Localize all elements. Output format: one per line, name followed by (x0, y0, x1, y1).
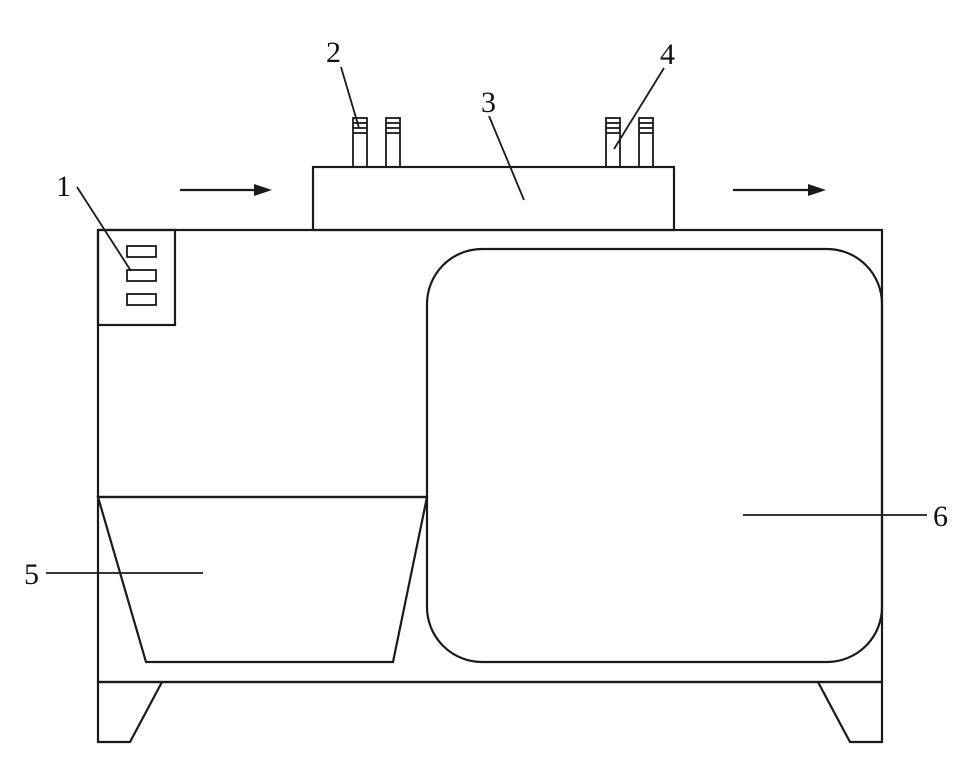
outlet-pipes (605, 117, 654, 168)
cabinet-body (96, 228, 884, 684)
outflow-arrow-icon (733, 184, 826, 196)
label-hopper: 5 (24, 558, 39, 591)
inflow-arrow-icon (180, 184, 272, 196)
inlet-pipes (352, 117, 401, 168)
top-unit (311, 165, 676, 232)
left-leg (96, 681, 163, 744)
label-tank: 6 (933, 500, 948, 533)
control-panel (96, 228, 177, 327)
leader-line-1 (76, 186, 132, 272)
tank (425, 247, 884, 664)
control-button-1 (126, 245, 157, 258)
leader-line-3 (488, 115, 525, 201)
label-control-panel: 1 (56, 170, 71, 203)
leader-line-2 (340, 66, 360, 129)
leader-line-4 (613, 67, 665, 150)
right-leg (817, 681, 884, 744)
label-inlet-pipe: 2 (326, 36, 341, 69)
hopper (96, 495, 429, 664)
control-button-2 (126, 269, 157, 282)
control-button-3 (126, 293, 157, 306)
label-top-unit: 3 (481, 86, 496, 119)
label-outlet-pipe: 4 (660, 38, 675, 71)
